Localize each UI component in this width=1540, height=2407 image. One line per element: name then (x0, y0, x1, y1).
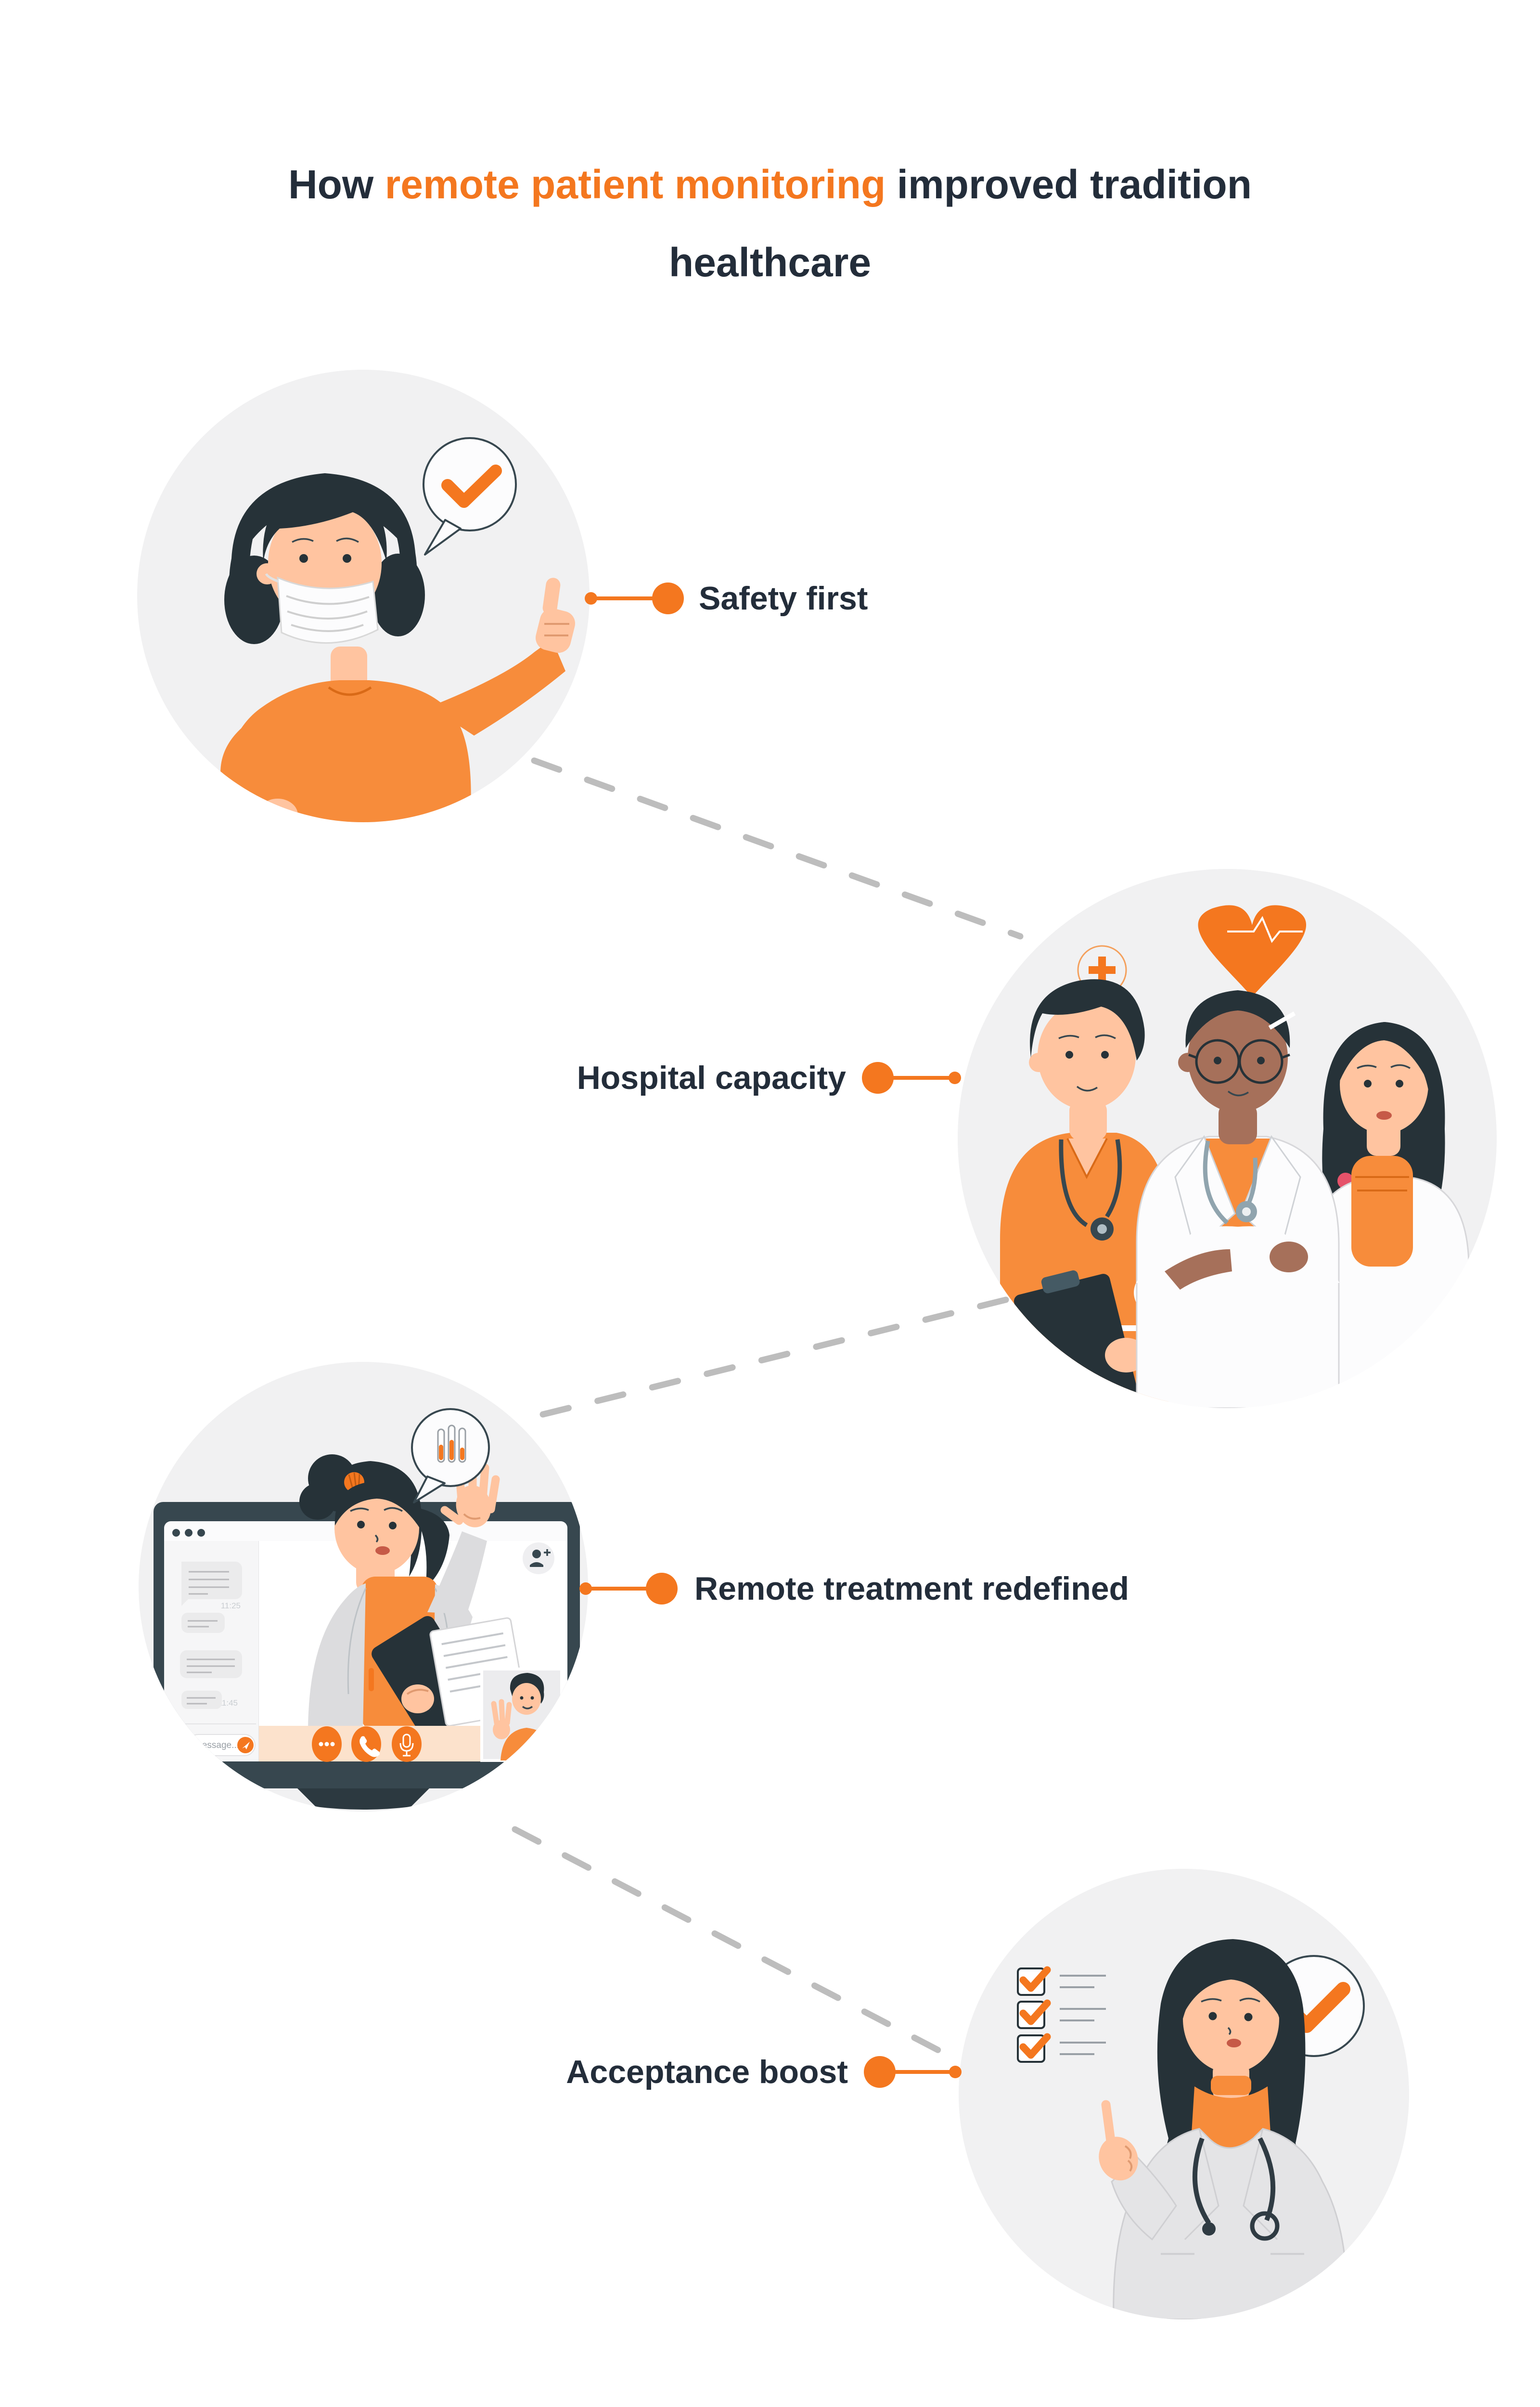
title-line-1: How remote patient monitoring improved t… (288, 162, 1252, 207)
self-view-thumbnail (480, 1668, 563, 1762)
add-user-icon[interactable] (523, 1542, 554, 1574)
send-icon[interactable] (237, 1737, 254, 1753)
test-tubes-speech-bubble-icon (411, 1408, 490, 1503)
chat-bubble (180, 1650, 242, 1678)
connector-big-dot (862, 1062, 894, 1094)
label-acceptance-boost: Acceptance boost (566, 2054, 848, 2090)
safety-first-connector (585, 582, 684, 614)
checkmark-speech-bubble-icon (423, 437, 517, 556)
label-remote-treatment: Remote treatment redefined (694, 1570, 1129, 1607)
page-title: How remote patient monitoring improved t… (0, 145, 1540, 301)
chat-bubble (181, 1562, 242, 1606)
hospital-capacity-illustration (958, 869, 1497, 1408)
thumbs-up-hand (535, 578, 576, 653)
message-placeholder: message... (194, 1740, 239, 1750)
acceptance-boost-connector (864, 2056, 962, 2088)
doctor-checklist-illustration (959, 1869, 1409, 2319)
heart-pulse-icon (1198, 905, 1307, 997)
laptop-video-call-illustration: 11:25 11:45 (139, 1362, 588, 1812)
chat-timestamp: 11:25 (221, 1601, 241, 1610)
message-input[interactable]: message... (187, 1734, 256, 1756)
label-hospital-capacity: Hospital capacity (577, 1060, 846, 1096)
connector-big-dot (646, 1573, 678, 1605)
chat-sidebar: 11:25 11:45 (164, 1541, 259, 1761)
title-highlight: remote patient monitoring (385, 162, 886, 207)
acceptance-boost-illustration (959, 1869, 1409, 2319)
dashed-connector-line-1 (531, 757, 1024, 940)
pointing-doctor-figure (1099, 1939, 1348, 2319)
chat-timestamp: 11:45 (218, 1698, 238, 1708)
dashed-connector-line-2 (516, 1296, 1009, 1423)
safety-first-illustration (137, 370, 590, 822)
connector-big-dot (864, 2056, 896, 2088)
title-line-2: healthcare (668, 240, 872, 285)
phone-icon[interactable] (351, 1726, 381, 1762)
remote-treatment-illustration: 11:25 11:45 (139, 1362, 588, 1812)
laptop-base (147, 1765, 586, 1810)
window-controls-icon (172, 1529, 205, 1537)
more-options-icon[interactable] (312, 1726, 342, 1762)
chat-bubble (181, 1613, 225, 1633)
dashed-connector-line-3 (512, 1826, 966, 2066)
connector-big-dot (652, 582, 684, 614)
microphone-icon[interactable] (392, 1726, 422, 1762)
medical-team-illustration (958, 869, 1497, 1408)
label-safety-first: Safety first (699, 580, 868, 617)
pointing-hand (1099, 2100, 1138, 2181)
hospital-capacity-connector (862, 1062, 961, 1094)
chat-bubble (181, 1691, 222, 1709)
checklist-icon (1017, 1966, 1106, 2063)
woman-mask-thumbs-up-illustration (137, 370, 590, 822)
remote-treatment-connector (579, 1573, 678, 1605)
male-doctor-figure (1134, 990, 1342, 1408)
waving-hand (440, 1460, 500, 1527)
